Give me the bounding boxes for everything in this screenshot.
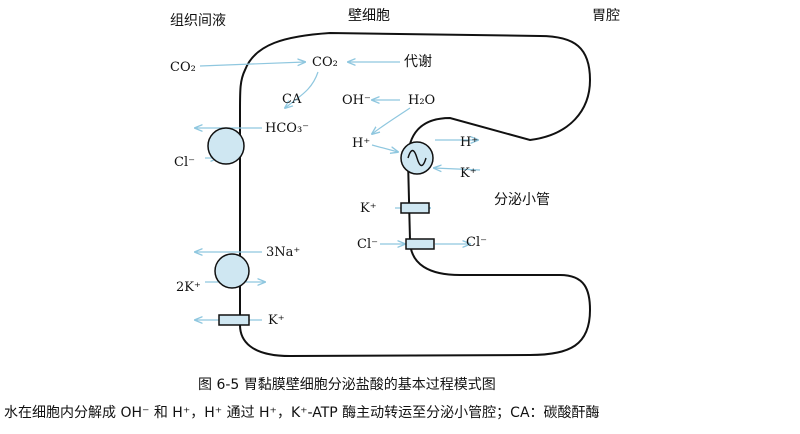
exchanger-hco3-cl <box>207 127 245 165</box>
sine-wave-glyph <box>407 149 427 167</box>
h-lumen-label: H⁺ <box>460 135 478 150</box>
cell-membrane <box>239 31 592 358</box>
cl-basal-label: Cl⁻ <box>174 155 195 170</box>
cl-canal-out-label: Cl⁻ <box>466 235 487 250</box>
co2-outside-label: CO₂ <box>170 60 196 75</box>
metabolism-label: 代谢 <box>404 54 432 70</box>
arrow-k-in <box>434 168 481 170</box>
hco3-label: HCO₃⁻ <box>265 121 309 136</box>
ca-label: CA <box>282 92 302 107</box>
cl-canal-in-label: Cl⁻ <box>357 237 378 252</box>
k2-label: 2K⁺ <box>176 280 201 295</box>
k-channel-basal <box>218 314 250 326</box>
figure-caption-description: 水在细胞内分解成 OH⁻ 和 H⁺，H⁺ 通过 H⁺，K⁺-ATP 酶主动转运至… <box>4 405 600 421</box>
arrow-co2-in <box>199 62 305 67</box>
arrow-h2o-to-h <box>372 107 411 134</box>
k-lumen-label: K⁺ <box>460 166 477 181</box>
arrow-h-to-pump <box>371 144 398 152</box>
region-gastric-lumen-label: 胃腔 <box>592 8 620 24</box>
na-k-pump <box>214 253 250 289</box>
region-parietal-cell-label: 壁细胞 <box>348 8 390 24</box>
region-interstitial-label: 组织间液 <box>170 13 226 29</box>
region-canaliculus-label: 分泌小管 <box>494 192 550 208</box>
na3-label: 3Na⁺ <box>266 245 300 260</box>
h-inside-label: H⁺ <box>352 136 370 151</box>
cl-channel-canal <box>405 238 435 250</box>
k-channel-label: K⁺ <box>268 313 285 328</box>
arrow-co2-to-ca <box>285 71 319 108</box>
oh-label: OH⁻ <box>342 93 371 108</box>
co2-inside-label: CO₂ <box>312 55 338 70</box>
h2o-label: H₂O <box>408 93 435 108</box>
k-channel-canal <box>400 202 430 214</box>
figure-caption-title: 图 6-5 胃黏膜壁细胞分泌盐酸的基本过程模式图 <box>198 377 496 393</box>
k-canal-label: K⁺ <box>360 201 377 216</box>
